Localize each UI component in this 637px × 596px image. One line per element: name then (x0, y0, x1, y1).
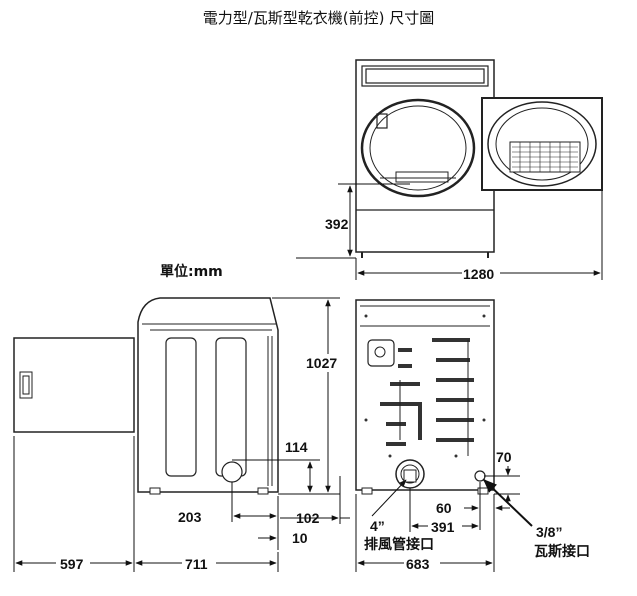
unit-label: 單位:mm (160, 263, 223, 280)
dim-1280 (355, 190, 603, 280)
dim-60 (464, 482, 510, 572)
gas-size-label: 3/8” (536, 524, 562, 540)
side-view (13, 297, 279, 495)
dim-597-label: 597 (60, 556, 84, 572)
gas-leader (482, 479, 533, 527)
dim-683 (355, 494, 493, 572)
drawing-title: 電力型/瓦斯型乾衣機(前控) 尺寸圖 (202, 9, 435, 27)
dim-1280-label: 1280 (463, 266, 494, 282)
dim-203 (231, 482, 279, 550)
dim-70-label: 70 (496, 449, 512, 465)
dim-711-label: 711 (185, 556, 208, 572)
dim-203-label: 203 (178, 509, 202, 525)
dim-60-label: 60 (436, 500, 452, 516)
dim-102-label: 102 (296, 510, 320, 526)
dim-597-711 (13, 436, 279, 572)
dim-683-label: 683 (406, 556, 430, 572)
exhaust-size-label: 4” (370, 518, 385, 534)
dim-392-label: 392 (325, 216, 349, 232)
dim-1027-label: 1027 (306, 355, 337, 371)
dim-392 (296, 183, 410, 259)
dim-114-label: 114 (285, 439, 308, 455)
dim-114 (232, 459, 320, 495)
dim-10-label: 10 (292, 530, 308, 546)
dim-391-label: 391 (431, 519, 455, 535)
front-view-open-door (355, 59, 603, 258)
dim-102 (280, 476, 350, 524)
exhaust-label: 排風管接口 (364, 536, 434, 553)
gas-label: 瓦斯接口 (534, 543, 590, 560)
dim-1027 (272, 297, 348, 495)
rear-view (355, 299, 495, 495)
exhaust-leader (371, 479, 407, 517)
dim-391 (409, 488, 479, 534)
